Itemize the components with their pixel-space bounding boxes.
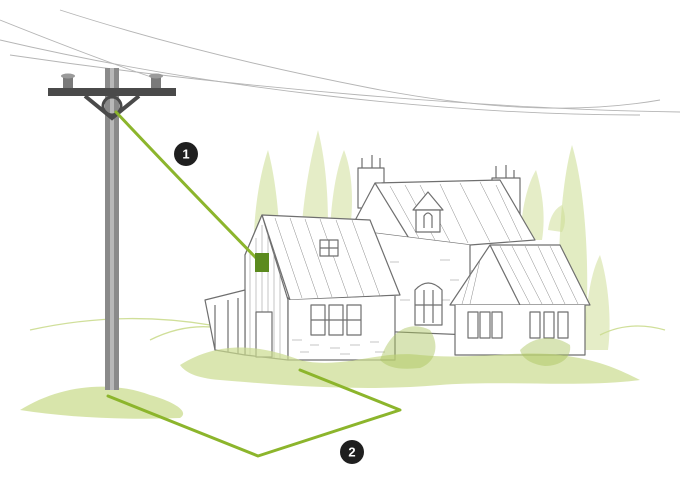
- stone-cottage-sketch: [204, 155, 591, 361]
- marker-1: 1: [174, 142, 198, 166]
- marker-2: 2: [340, 440, 364, 464]
- overhead-power-lines: [0, 9, 681, 116]
- ground-foliage: [20, 326, 640, 419]
- service-wire: [106, 110, 402, 458]
- overhead-service-drop: [114, 110, 262, 264]
- utility-pole-icon: [48, 68, 176, 390]
- electric-meter-icon: [255, 253, 269, 272]
- underground-service-route: [106, 368, 402, 458]
- marker-2-label: 2: [348, 445, 355, 460]
- marker-1-label: 1: [182, 147, 189, 162]
